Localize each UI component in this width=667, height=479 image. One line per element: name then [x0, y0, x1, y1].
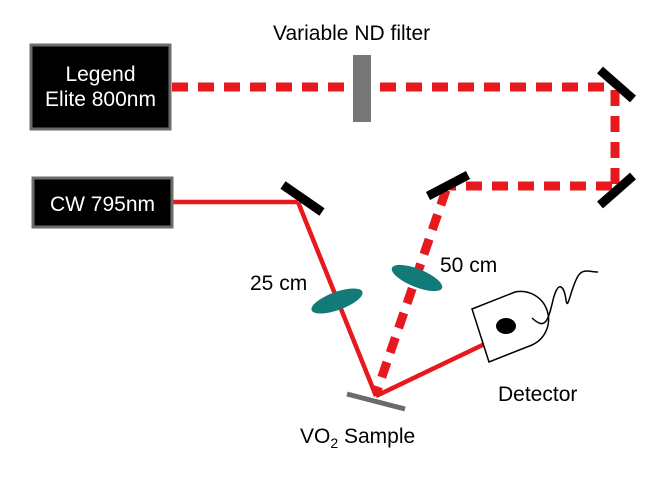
cw-laser-box: [31, 176, 174, 229]
legend-laser-label-line2: Elite 800nm: [45, 88, 156, 112]
pump-beam-to-sample: [371, 188, 451, 396]
detector-aperture: [496, 318, 516, 334]
pump-beam: [172, 82, 620, 396]
distance-25cm-label: 25 cm: [250, 272, 308, 295]
mirror-center: [425, 171, 471, 200]
detector-cable: [531, 270, 599, 325]
lens-50cm: [391, 264, 443, 292]
sample-label-suffix: Sample: [338, 425, 416, 448]
sample-label-subscript: 2: [330, 435, 339, 452]
mirror-bottom-right: [597, 172, 636, 209]
vo2-sample: [346, 391, 406, 412]
reflected-beam: [375, 337, 494, 399]
detector-label: Detector: [498, 383, 578, 406]
detector-icon: [471, 270, 599, 363]
legend-laser-label: Legend Elite 800nm: [31, 62, 170, 112]
sample-label: VO2 Sample: [300, 426, 415, 450]
legend-laser-box: [29, 43, 172, 131]
mirror-probe: [280, 181, 325, 216]
cw-laser-label: CW 795nm: [49, 193, 156, 216]
lens-25cm: [311, 288, 363, 314]
distance-50cm-label: 50 cm: [440, 254, 498, 277]
legend-laser-label-line1: Legend: [65, 63, 136, 86]
nd-filter: [353, 55, 371, 122]
nd-filter-label: Variable ND filter: [273, 22, 431, 45]
mirror-top-right: [597, 66, 636, 103]
sample-label-prefix: VO: [300, 425, 331, 448]
